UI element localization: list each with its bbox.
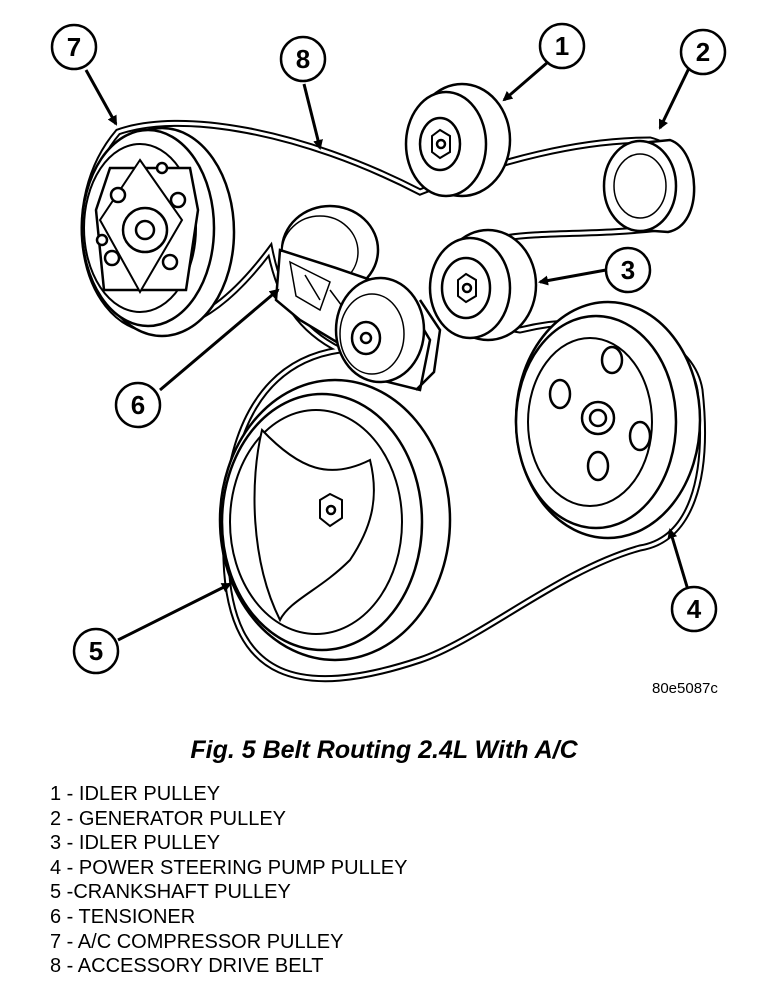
callout-4-arrow [667,528,690,591]
callout-3: 3 [604,246,652,294]
generator-pulley [602,138,696,234]
callout-1-arrow [502,60,549,102]
legend-item: 6 - TENSIONER [50,905,196,928]
idler-pulley-lower [428,228,538,342]
legend-item: 2 - GENERATOR PULLEY [50,807,286,830]
svg-text:3: 3 [621,255,635,285]
legend-item: 7 - A/C COMPRESSOR PULLEY [50,930,344,953]
svg-text:8: 8 [296,44,310,74]
accessory-drive-belt [80,119,706,683]
callout-8: 8 [279,35,327,83]
callout-4: 4 [670,585,718,633]
ac-compressor-pulley [80,126,236,338]
svg-text:7: 7 [67,32,81,62]
callout-8-arrow [302,83,323,150]
callout-6: 6 [114,381,162,429]
legend-item: 4 - POWER STEERING PUMP PULLEY [50,856,408,879]
callout-7-arrow [84,69,118,126]
belt-routing-diagram: 1 2 3 4 5 6 7 8 [50,22,727,683]
legend-item: 1 - IDLER PULLEY [50,783,221,805]
callout-7: 7 [50,23,98,71]
idler-pulley-upper [404,82,512,198]
tensioner [274,204,442,392]
svg-text:6: 6 [131,390,145,420]
svg-text:4: 4 [687,594,702,624]
svg-text:1: 1 [555,31,569,61]
callout-2-arrow [658,65,692,130]
figure-id: 80e5087c [652,680,718,697]
crankshaft-pulley [218,378,452,662]
callout-leaders [84,60,692,642]
svg-text:2: 2 [696,37,710,67]
svg-text:5: 5 [89,636,103,666]
power-steering-pump-pulley [514,300,702,540]
callout-1: 1 [538,22,586,70]
legend-list: 1 - IDLER PULLEY 2 - GENERATOR PULLEY 3 … [50,782,408,979]
callout-3-arrow [538,268,607,286]
legend-item: 3 - IDLER PULLEY [50,832,221,855]
callout-2: 2 [679,28,727,76]
figure-caption: Fig. 5 Belt Routing 2.4L With A/C [190,736,578,764]
callout-5: 5 [72,627,120,675]
callout-6-arrow [159,288,280,392]
legend-item: 5 -CRANKSHAFT PULLEY [50,881,291,904]
legend-item: 8 - ACCESSORY DRIVE BELT [50,955,324,978]
callout-5-arrow [117,582,232,642]
